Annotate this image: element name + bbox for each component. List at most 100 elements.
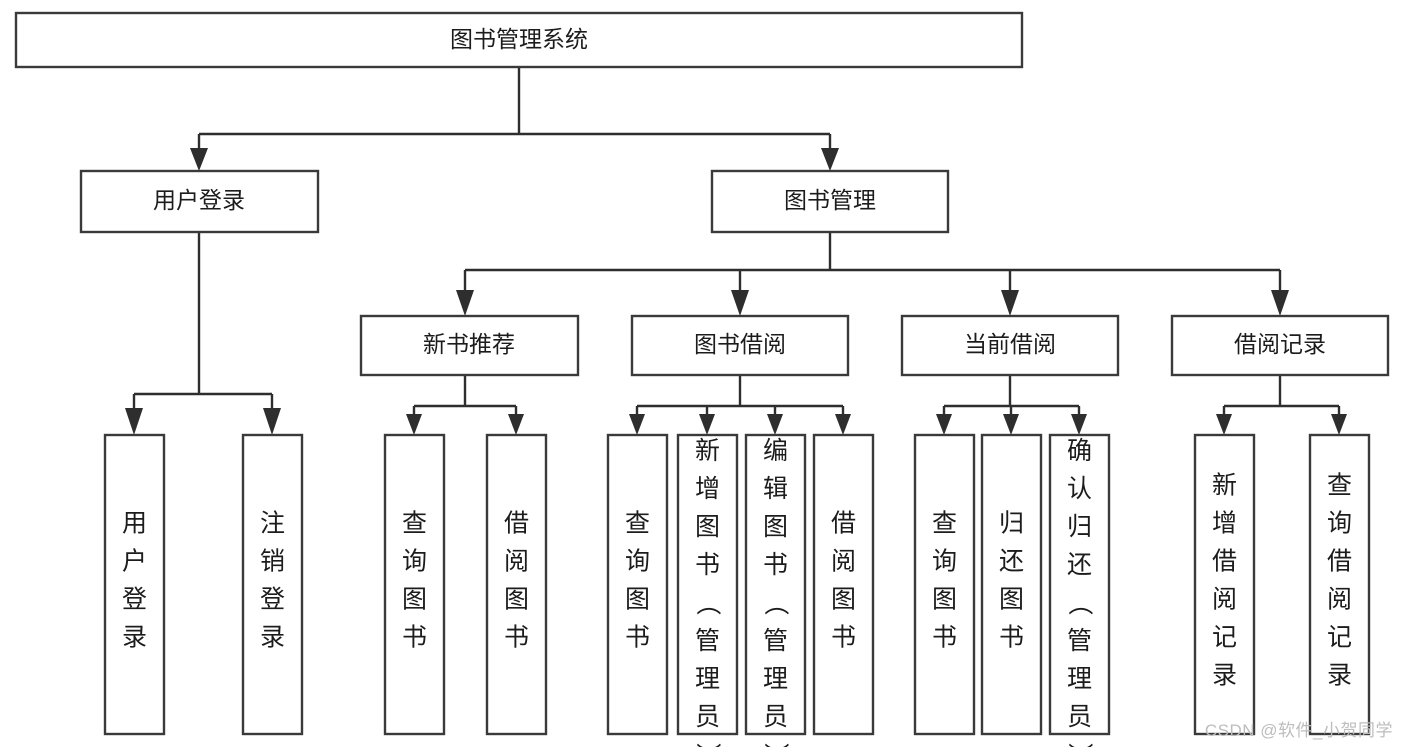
node-new-book-recommend-box[interactable]	[359, 314, 580, 377]
leaf-record-query-box[interactable]	[1308, 433, 1371, 736]
vertical-char: ）	[1066, 742, 1094, 747]
leaf-recommend-borrow-book-box[interactable]	[485, 433, 548, 736]
arrow-to-leaf-record-query	[1331, 414, 1347, 435]
vertical-char: 书	[402, 624, 427, 652]
leaf-current-return-book[interactable]	[980, 433, 1043, 736]
node-new-book-recommend[interactable]: 新书推荐	[359, 314, 580, 377]
leaf-borrow-lend-book[interactable]	[812, 433, 875, 736]
leaf-recommend-borrow-book[interactable]	[485, 433, 548, 736]
vertical-char: 图	[763, 513, 788, 541]
node-root-box[interactable]	[14, 11, 1024, 69]
vertical-char: 注	[260, 510, 285, 538]
leaf-borrow-edit-book-box[interactable]	[744, 433, 807, 736]
leaf-current-query-book-box[interactable]	[913, 433, 976, 736]
leaf-borrow-lend-book-box[interactable]	[812, 433, 875, 736]
arrow-to-current-borrow	[1001, 290, 1019, 316]
leaf-borrow-query-book-box[interactable]	[606, 433, 669, 736]
vertical-char: 图	[402, 586, 427, 614]
vertical-char: 询	[932, 548, 957, 576]
leaf-recommend-query-book-box[interactable]	[383, 433, 446, 736]
vertical-char: 理	[763, 665, 788, 693]
vertical-char: 询	[625, 548, 650, 576]
arrow-to-leaf-borrow-query	[629, 414, 645, 435]
arrow-to-leaf-current-return	[1003, 414, 1019, 435]
vertical-char: 阅	[831, 548, 856, 576]
vertical-char: 书	[625, 624, 650, 652]
leaf-label-layer: 用户登录注销登录查询图书借阅图书查询图书新增图书（管理员）编辑图书（管理员）借阅…	[122, 437, 1352, 747]
leaf-current-confirm-return[interactable]	[1048, 433, 1111, 736]
node-user-login-box[interactable]	[79, 169, 320, 234]
vertical-char: 新	[695, 437, 720, 465]
node-root-label: 图书管理系统	[450, 26, 588, 52]
node-book-borrow-box[interactable]	[630, 314, 850, 377]
vertical-char: 还	[999, 548, 1024, 576]
arrow-to-leaf-recommend-borrow	[508, 414, 524, 435]
leaf-record-add-box[interactable]	[1193, 433, 1256, 736]
leaf-user-login[interactable]	[103, 433, 166, 736]
leaf-borrow-add-book-box[interactable]	[676, 433, 739, 736]
leaf-logout-box[interactable]	[241, 433, 304, 736]
leaf-logout[interactable]	[241, 433, 304, 736]
leaf-borrow-query-book[interactable]	[606, 433, 669, 736]
vertical-char: 登	[260, 586, 285, 614]
vertical-char: 询	[402, 548, 427, 576]
vertical-char: 书	[504, 624, 529, 652]
leaf-borrow-edit-book[interactable]	[744, 433, 807, 736]
node-borrow-record-box[interactable]	[1170, 314, 1390, 377]
arrow-to-user-login	[190, 148, 208, 171]
leaf-borrow-add-book[interactable]	[676, 433, 739, 736]
node-book-borrow[interactable]: 图书借阅	[630, 314, 850, 377]
node-user-login[interactable]: 用户登录	[79, 169, 320, 234]
vertical-char: 辑	[763, 475, 788, 503]
vertical-char: 书	[763, 551, 788, 579]
node-current-borrow-box[interactable]	[900, 314, 1120, 377]
node-root[interactable]: 图书管理系统	[14, 11, 1024, 69]
leaf-recommend-query-book[interactable]	[383, 433, 446, 736]
node-borrow-record-label: 借阅记录	[1234, 331, 1326, 357]
vertical-char: 认	[1067, 475, 1092, 503]
vertical-char: 阅	[504, 548, 529, 576]
vertical-char: ）	[694, 742, 722, 747]
node-current-borrow-label: 当前借阅	[964, 331, 1056, 357]
node-user-login-label: 用户登录	[153, 187, 245, 213]
vertical-char: 用	[122, 510, 147, 538]
vertical-char: 录	[1212, 662, 1237, 690]
vertical-char: 书	[932, 624, 957, 652]
vertical-char: 增	[695, 475, 720, 503]
arrow-to-leaf-recommend-query	[406, 414, 422, 435]
leaf-record-add[interactable]	[1193, 433, 1256, 736]
node-book-management-box[interactable]	[710, 169, 950, 234]
arrow-to-leaf-current-query	[936, 414, 952, 435]
vertical-char: 图	[504, 586, 529, 614]
leaf-current-return-book-box[interactable]	[980, 433, 1043, 736]
leaf-user-login-box[interactable]	[103, 433, 166, 736]
vertical-char: 记	[1212, 624, 1237, 652]
vertical-char: 归	[1067, 513, 1092, 541]
vertical-char: 登	[122, 586, 147, 614]
vertical-char: 员	[1067, 703, 1092, 731]
arrow-to-book-borrow	[731, 290, 749, 316]
arrow-to-book-manage	[821, 148, 839, 171]
node-current-borrow[interactable]: 当前借阅	[900, 314, 1120, 377]
leaf-current-query-book[interactable]	[913, 433, 976, 736]
vertical-char: 销	[260, 548, 285, 576]
vertical-char: 查	[402, 510, 427, 538]
vertical-char: 询	[1327, 510, 1352, 538]
leaf-current-confirm-return-box[interactable]	[1048, 433, 1111, 736]
leaf-record-query[interactable]	[1308, 433, 1371, 736]
vertical-char: 查	[1327, 472, 1352, 500]
connector-layer	[125, 67, 1347, 435]
node-book-management[interactable]: 图书管理	[710, 169, 950, 234]
arrow-to-leaf-borrow-add	[699, 414, 715, 435]
vertical-char: 阅	[1212, 586, 1237, 614]
arrow-to-borrow-record	[1271, 290, 1289, 316]
node-borrow-record[interactable]: 借阅记录	[1170, 314, 1390, 377]
vertical-char: 书	[695, 551, 720, 579]
vertical-char: 图	[999, 586, 1024, 614]
vertical-char: 管	[1067, 627, 1092, 655]
vertical-char: 借	[831, 510, 856, 538]
